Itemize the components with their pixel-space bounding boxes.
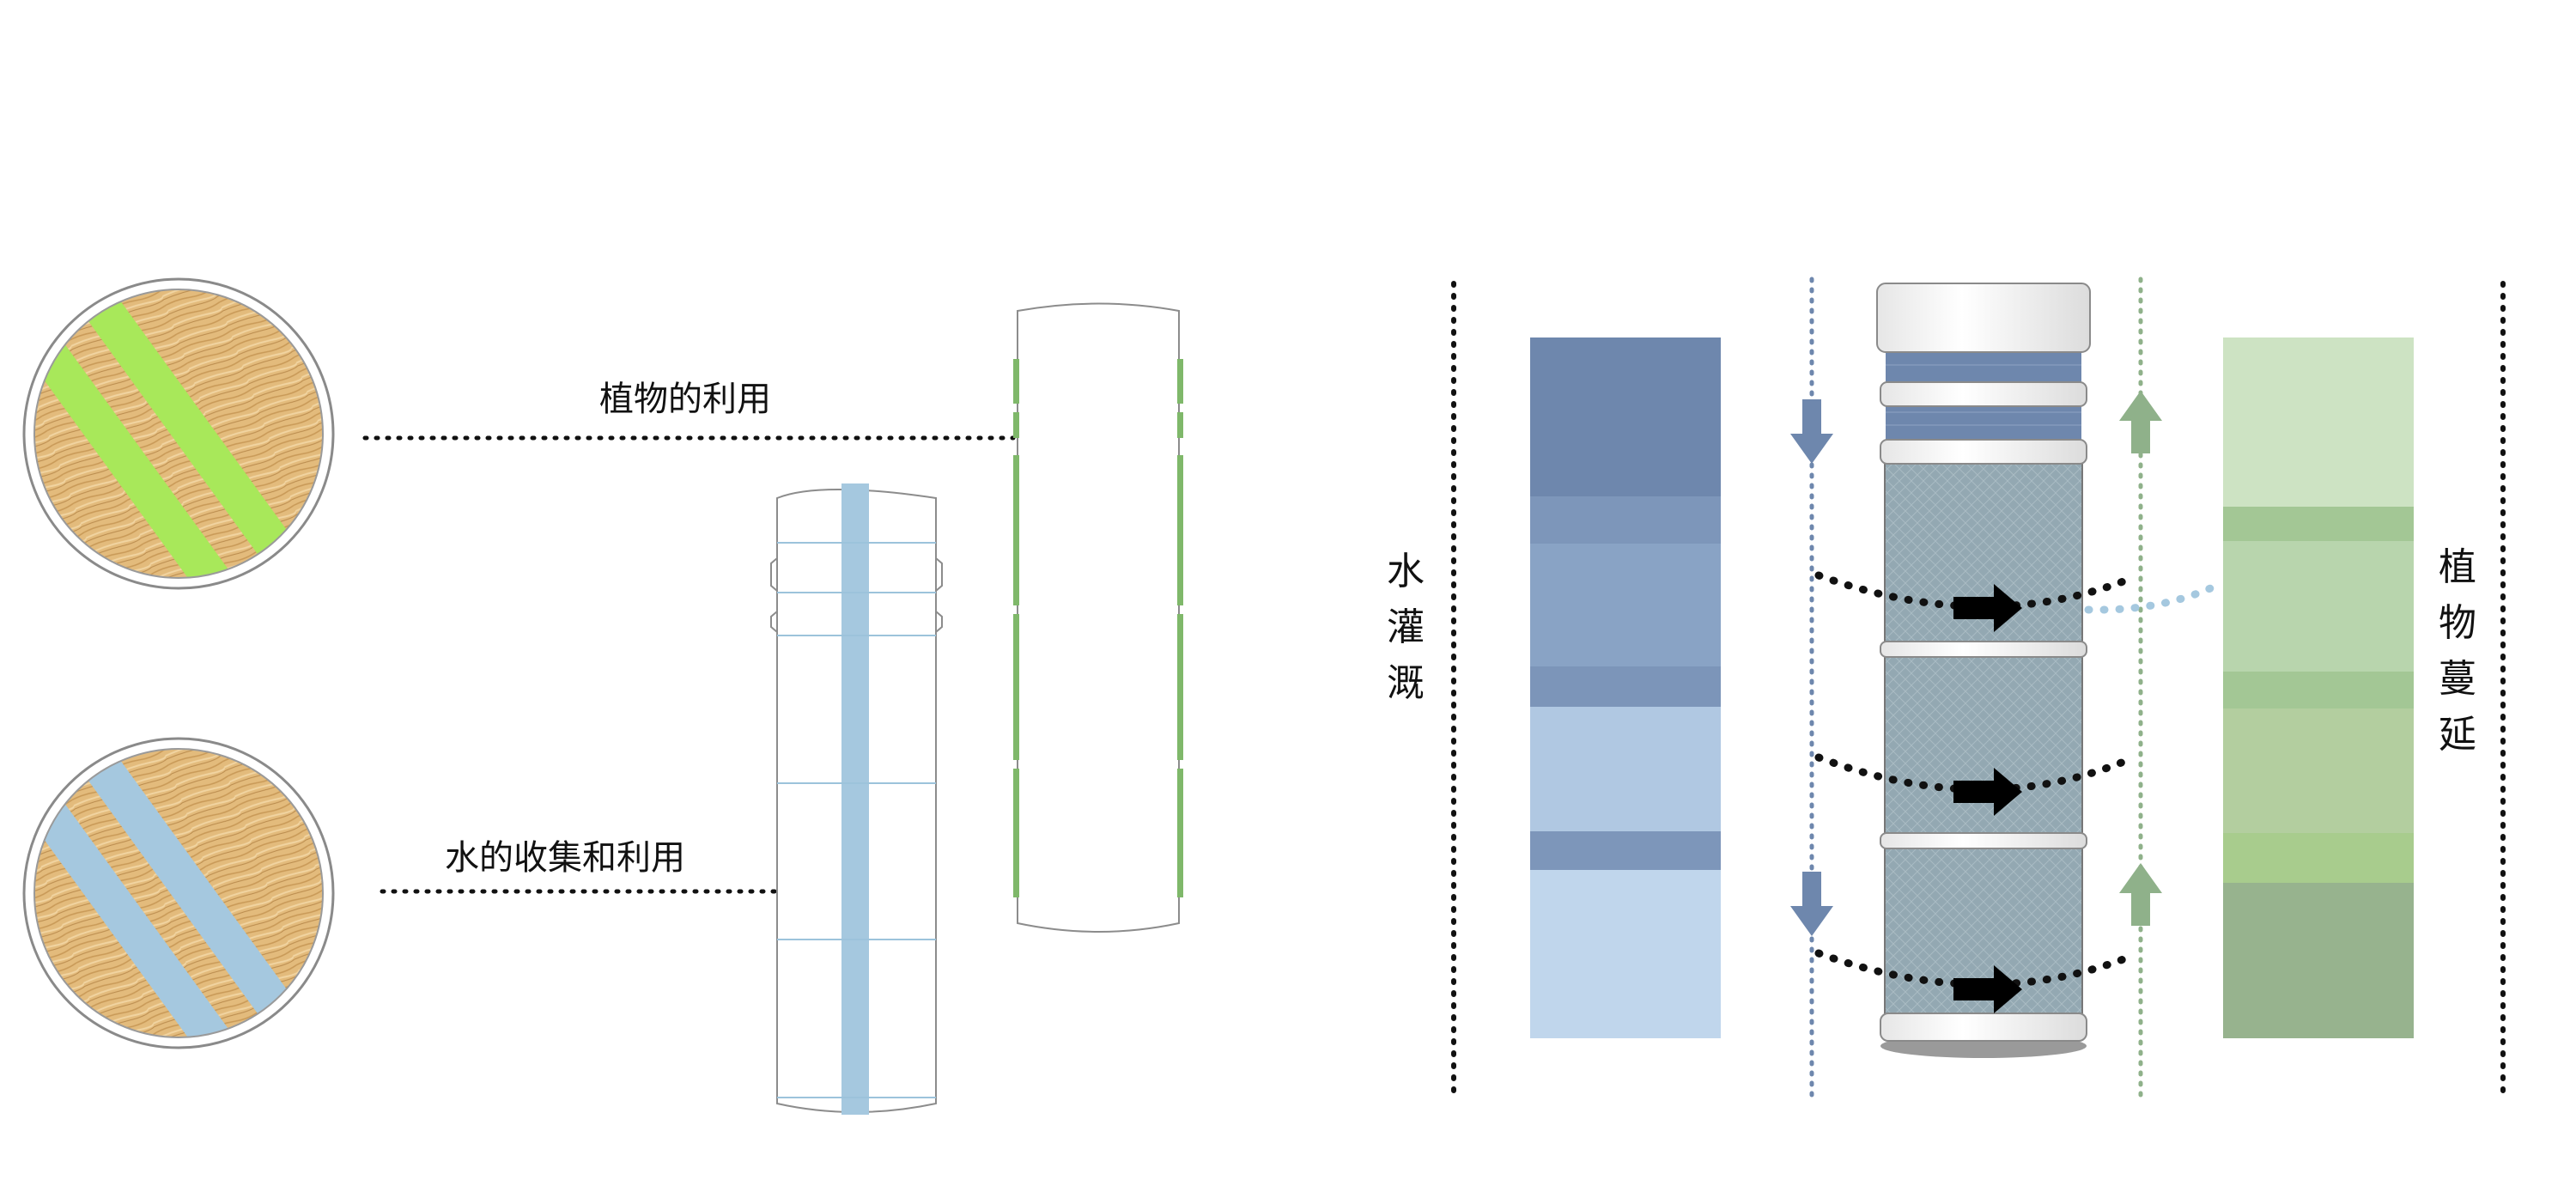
plant-growth-column: [1013, 302, 1183, 933]
water-use-label: 水的收集和利用: [445, 838, 685, 878]
plant-up-arrow: [2119, 391, 2162, 453]
plant-spread-char: 物: [2439, 601, 2476, 645]
water-down-arrow: [1790, 872, 1833, 936]
flow-direction-arrow: [1953, 584, 2022, 632]
plant-spread-char: 植: [2439, 545, 2476, 589]
water-down-arrow: [1790, 399, 1833, 464]
flow-direction-arrow: [1953, 965, 2022, 1013]
plant-use-label: 植物的利用: [599, 380, 771, 419]
irrigation-cylinder: [1876, 283, 2091, 1058]
flow-direction-arrow: [1953, 768, 2022, 816]
plant-gradient-bar: [2223, 338, 2414, 1038]
plant-spread-char: 蔓: [2439, 657, 2476, 701]
water-gradient-bar: [1530, 338, 1721, 1038]
water-irrigation-char: 水: [1387, 550, 1425, 593]
water-usage-disc: [22, 737, 335, 1049]
plant-stripe: [70, 289, 313, 578]
water-collection-column: [770, 483, 943, 1115]
water-irrigation-label: 水 灌 溉: [1387, 550, 1425, 705]
plant-connector-arc: [2084, 580, 2224, 614]
plant-usage-disc: [22, 277, 335, 590]
water-irrigation-char: 溉: [1387, 661, 1425, 705]
circulation-arc: [1814, 571, 2132, 988]
water-channel: [841, 483, 869, 1115]
plant-spread-char: 延: [2439, 713, 2476, 757]
plant-spread-label: 植 物 蔓 延: [2439, 545, 2476, 757]
water-stripe: [34, 774, 256, 1037]
water-irrigation-char: 灌: [1387, 605, 1425, 649]
water-stripe: [70, 749, 313, 1037]
plant-stripe: [34, 314, 256, 578]
plant-up-arrow: [2119, 863, 2162, 926]
